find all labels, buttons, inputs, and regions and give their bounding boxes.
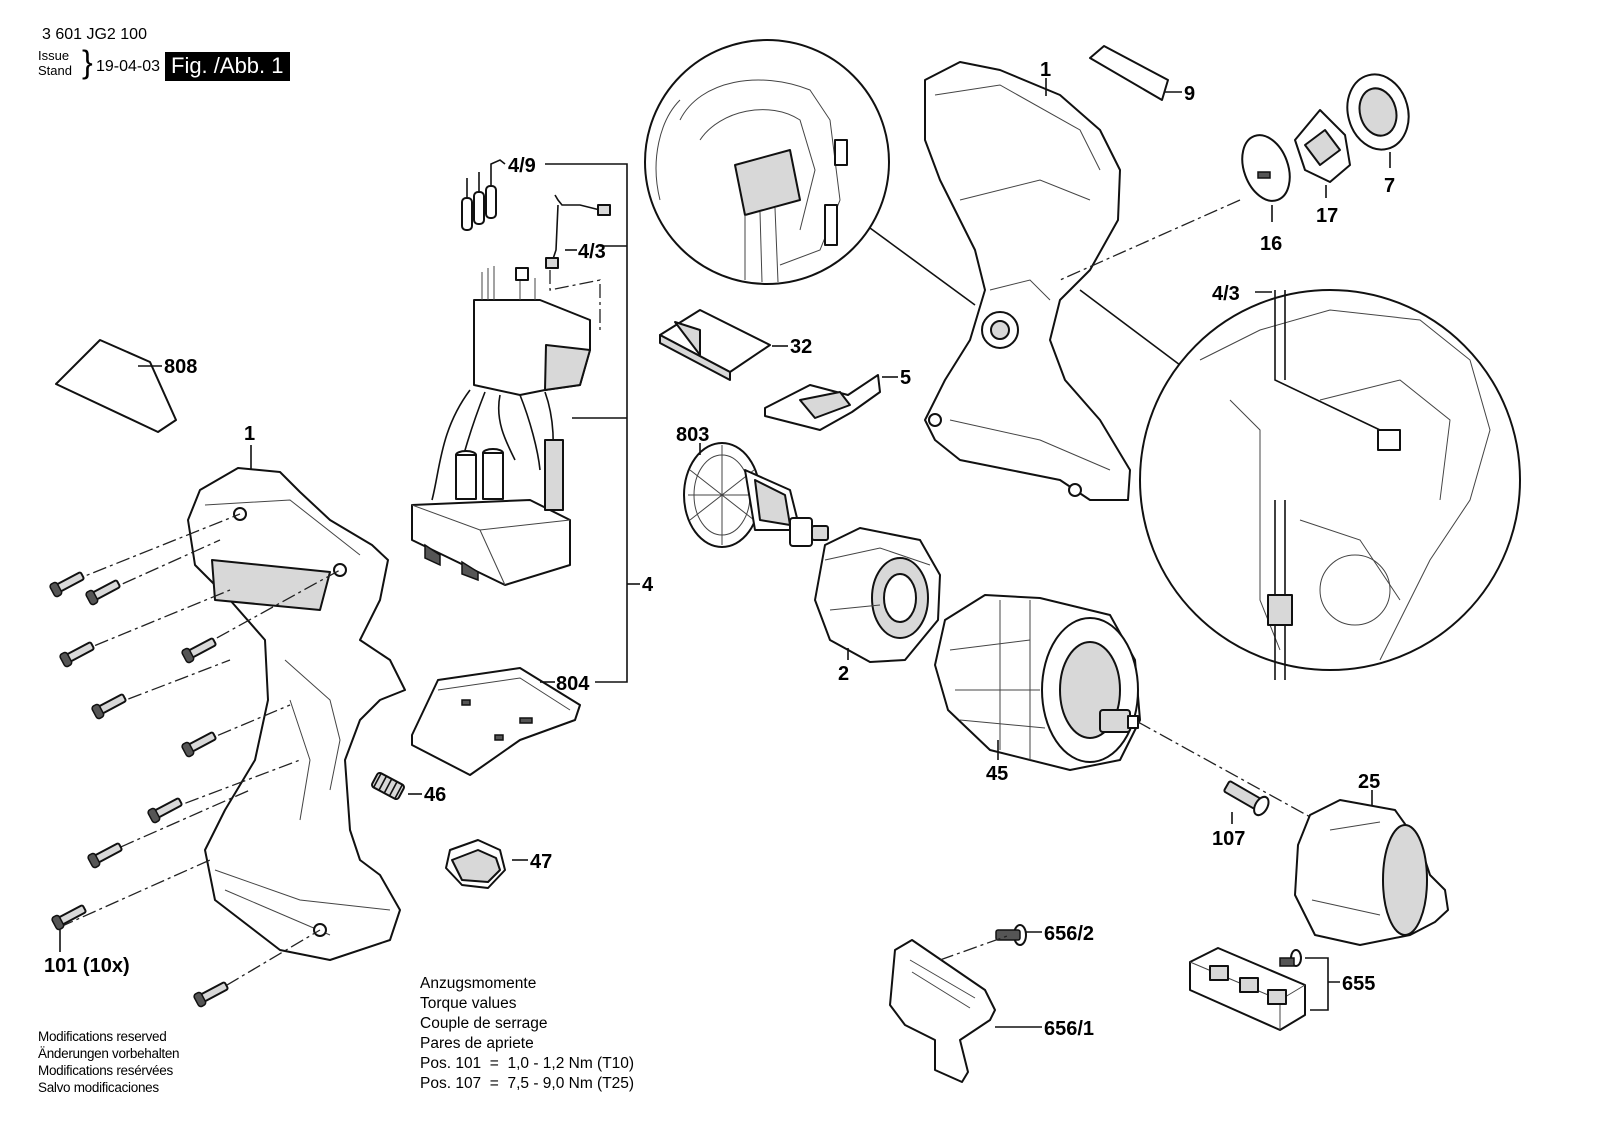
part-107-screw: 107 — [1137, 721, 1371, 851]
part-804-plate: 804 — [411, 667, 590, 776]
part-46-spring: 46 — [371, 771, 446, 806]
callout-4-9: 4/9 — [508, 155, 536, 177]
part-4-9-capacitors: 4/9 — [461, 155, 536, 231]
part-808-label-sheet: 808 — [55, 339, 197, 433]
callout-46: 46 — [424, 784, 446, 806]
callout-656-2: 656/2 — [1044, 923, 1094, 945]
torque-title-es: Pares de apriete — [420, 1035, 534, 1052]
part-25-chuck: 25 — [1294, 771, 1449, 946]
torque-title-en: Torque values — [420, 995, 517, 1012]
callout-32: 32 — [790, 336, 812, 358]
part-656-1-belt-clip: 656/1 — [889, 934, 1094, 1083]
screws-101: 101 (10x) — [44, 513, 341, 1008]
part-32-slider: 32 — [659, 309, 812, 381]
callout-808: 808 — [164, 356, 197, 378]
callout-45: 45 — [986, 763, 1008, 785]
callout-5: 5 — [900, 367, 911, 389]
callout-1-right: 1 — [1040, 59, 1051, 81]
callout-47: 47 — [530, 851, 552, 873]
modifications-de: Änderungen vorbehalten — [38, 1046, 180, 1061]
callout-4-3: 4/3 — [578, 241, 606, 263]
issue-label: Issue — [38, 48, 70, 63]
document-number: 3 601 JG2 100 — [42, 26, 147, 43]
part-17-gear: 17 — [1294, 109, 1351, 227]
callout-1-left: 1 — [244, 423, 255, 445]
torque-values-block: Anzugsmomente Torque values Couple de se… — [420, 974, 634, 1094]
callout-804: 804 — [556, 673, 590, 695]
callout-16: 16 — [1260, 233, 1282, 255]
modifications-note: Modifications reserved Änderungen vorbeh… — [38, 1028, 180, 1096]
stand-label: Stand — [38, 63, 72, 78]
callout-4-3-detail: 4/3 — [1212, 283, 1240, 305]
modifications-es: Salvo modificaciones — [38, 1080, 159, 1095]
callout-655: 655 — [1342, 973, 1375, 995]
part-5-switch: 5 — [764, 367, 911, 431]
callout-101: 101 (10x) — [44, 955, 130, 977]
issue-stand-labels: Issue Stand — [38, 48, 72, 78]
part-803-rotor: 803 — [676, 424, 829, 548]
part-655-bit-holder: 655 — [1189, 947, 1375, 1031]
part-16-disc: 16 — [1059, 134, 1291, 281]
detail-circle-cable-routing: 4/3 — [1079, 283, 1521, 680]
part-4-3-cable: 4/3 — [545, 194, 611, 330]
callout-9: 9 — [1184, 83, 1195, 105]
part-9-label: 9 — [1089, 45, 1195, 105]
modifications-en: Modifications reserved — [38, 1029, 167, 1044]
brace-glyph: } — [82, 44, 93, 80]
part-47-knob: 47 — [445, 839, 552, 889]
part-7-cover: 7 — [1346, 73, 1410, 197]
part-2-stator: 2 — [814, 527, 941, 685]
callout-656-1: 656/1 — [1044, 1018, 1094, 1040]
detail-circle-connector — [644, 39, 976, 306]
callout-4: 4 — [642, 574, 654, 596]
torque-value-107: Pos. 107 = 7,5 - 9,0 Nm (T25) — [420, 1075, 635, 1092]
modifications-fr: Modifications resérvées — [38, 1063, 173, 1078]
part-4-electronics: 4 4/9 4/3 — [411, 155, 654, 683]
issue-date: 19-04-03 — [96, 58, 161, 75]
part-45-gearbox: 45 — [934, 594, 1141, 785]
callout-803: 803 — [676, 424, 709, 446]
part-656-2-screw: 656/2 — [995, 923, 1094, 946]
part-1-housing-left: 1 — [187, 423, 406, 961]
torque-title-fr: Couple de serrage — [420, 1015, 548, 1032]
callout-25: 25 — [1358, 771, 1380, 793]
part-1-housing-right: 1 — [924, 59, 1131, 501]
callout-107: 107 — [1212, 828, 1245, 850]
torque-value-101: Pos. 101 = 1,0 - 1,2 Nm (T10) — [420, 1055, 635, 1072]
callout-7: 7 — [1384, 175, 1395, 197]
callout-17: 17 — [1316, 205, 1338, 227]
torque-title-de: Anzugsmomente — [420, 975, 537, 992]
figure-label: Fig. /Abb. 1 — [165, 52, 290, 81]
callout-2: 2 — [838, 663, 849, 685]
